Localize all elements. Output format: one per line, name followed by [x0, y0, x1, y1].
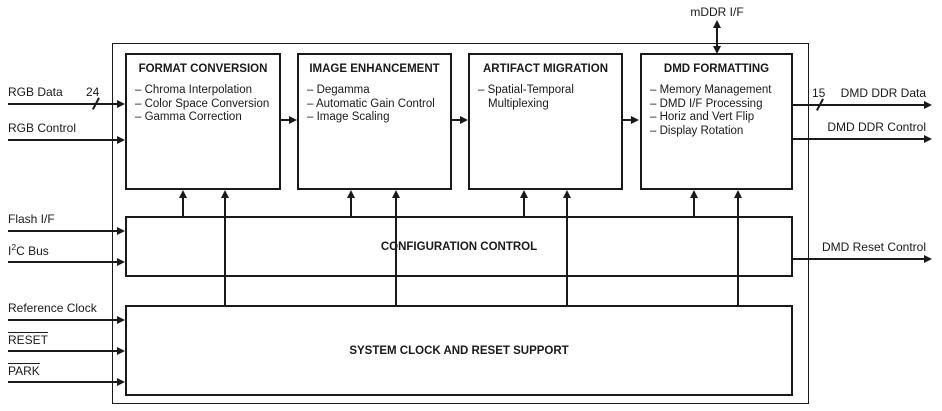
block-items: – Chroma Interpolation – Color Space Con…: [127, 84, 279, 125]
rgb-control-label: RGB Control: [8, 121, 77, 135]
i2c-label-pre: I: [8, 244, 12, 258]
rgb-control-line: [8, 139, 118, 141]
dmd-ddr-data-bus-width: 15: [812, 86, 826, 100]
dmd-ddr-data-line: [793, 104, 925, 106]
i2c-label-post: C Bus: [16, 244, 49, 258]
flash-if-label: Flash I/F: [8, 212, 55, 226]
reset-arrowhead: [117, 347, 125, 355]
block-items: – Spatial-Temporal Multiplexing: [470, 84, 621, 111]
block-title-artifact-migration: ARTIFACT MIGRATION: [483, 63, 608, 75]
block-item: – Chroma Interpolation: [135, 84, 252, 96]
dmd-ddr-control-label: DMD DDR Control: [827, 120, 926, 134]
block-item: – Degamma: [307, 84, 370, 96]
park-arrowhead: [117, 378, 125, 386]
i2c-bus-label: I2C Bus: [8, 242, 49, 258]
reference-clock-label: Reference Clock: [8, 301, 97, 315]
arrow-ie-to-am: [452, 119, 461, 121]
block-title-system-clock-reset: SYSTEM CLOCK AND RESET SUPPORT: [349, 344, 569, 357]
block-format-conversion: FORMAT CONVERSION – Chroma Interpolation…: [125, 53, 281, 190]
mddr-if-line: [716, 27, 718, 48]
mddr-if-label: mDDR I/F: [690, 5, 744, 19]
dmd-reset-control-label: DMD Reset Control: [821, 240, 926, 254]
block-item: – Image Scaling: [307, 111, 390, 123]
arrowhead-config-to-am: [520, 190, 528, 198]
reference-clock-arrowhead: [117, 316, 125, 324]
chip-boundary-box: [112, 43, 809, 404]
block-configuration-control: CONFIGURATION CONTROL: [125, 216, 793, 277]
block-item: – Color Space Conversion: [135, 97, 270, 110]
dmd-ddr-control-line: [793, 138, 925, 140]
arrow-am-to-df: [623, 119, 632, 121]
flash-if-arrowhead: [117, 227, 125, 235]
arrow-config-to-ie: [350, 198, 352, 216]
dmd-ddr-data-label: DMD DDR Data: [840, 86, 926, 100]
arrow-sysclk-to-ie: [395, 198, 397, 305]
i2c-bus-line: [8, 261, 118, 263]
dmd-reset-control-arrowhead: [924, 255, 932, 263]
arrow-sysclk-to-fc: [224, 198, 226, 305]
block-system-clock-reset: SYSTEM CLOCK AND RESET SUPPORT: [125, 305, 793, 396]
dmd-ddr-control-arrowhead: [924, 135, 932, 143]
rgb-data-label: RGB Data: [8, 85, 63, 99]
arrowhead-am-to-df: [631, 116, 639, 124]
block-title-dmd-formatting: DMD FORMATTING: [663, 63, 770, 75]
dmd-reset-control-line: [793, 258, 925, 260]
rgb-data-line: [8, 103, 118, 105]
park-line: [8, 381, 118, 383]
mddr-if-arrowhead-up: [713, 20, 721, 28]
arrowhead-fc-to-ie: [289, 116, 297, 124]
arrowhead-sysclk-to-fc: [221, 190, 229, 198]
block-items: – Degamma – Automatic Gain Control – Ima…: [299, 84, 450, 125]
arrow-config-to-am: [523, 198, 525, 216]
block-item: – Gamma Correction: [135, 111, 242, 123]
arrow-sysclk-to-df: [737, 198, 739, 305]
block-items: – Memory Management – DMD I/F Processing…: [642, 84, 791, 138]
arrowhead-config-to-fc: [179, 190, 187, 198]
rgb-control-arrowhead: [117, 136, 125, 144]
arrow-sysclk-to-am: [566, 198, 568, 305]
reset-label: RESET: [8, 333, 49, 347]
arrowhead-config-to-ie: [347, 190, 355, 198]
reference-clock-line: [8, 319, 118, 321]
rgb-data-arrowhead: [117, 100, 125, 108]
block-item: – Memory Management: [650, 84, 772, 96]
block-dmd-formatting: DMD FORMATTING – Memory Management – DMD…: [640, 53, 793, 190]
arrow-config-to-fc: [182, 198, 184, 216]
arrow-config-to-df: [693, 198, 695, 216]
block-title-format-conversion: FORMAT CONVERSION: [138, 63, 268, 75]
block-artifact-migration: ARTIFACT MIGRATION – Spatial-Temporal Mu…: [468, 53, 623, 190]
block-title-image-enhancement: IMAGE ENHANCEMENT: [309, 63, 440, 75]
flash-if-line: [8, 230, 118, 232]
arrow-fc-to-ie: [281, 119, 290, 121]
mddr-if-arrowhead-down: [713, 46, 721, 54]
block-item: – Spatial-Temporal Multiplexing: [478, 84, 574, 110]
arrowhead-config-to-df: [690, 190, 698, 198]
reset-line: [8, 350, 118, 352]
arrowhead-sysclk-to-df: [734, 190, 742, 198]
arrowhead-ie-to-am: [460, 116, 468, 124]
block-item: – Horiz and Vert Flip: [650, 111, 755, 123]
rgb-data-bus-width: 24: [86, 85, 100, 99]
block-title-configuration-control: CONFIGURATION CONTROL: [380, 240, 538, 253]
dmd-ddr-data-arrowhead: [924, 101, 932, 109]
block-item: – DMD I/F Processing: [650, 97, 763, 110]
i2c-bus-arrowhead: [117, 258, 125, 266]
arrowhead-sysclk-to-am: [563, 190, 571, 198]
block-image-enhancement: IMAGE ENHANCEMENT – Degamma – Automatic …: [297, 53, 452, 190]
block-item: – Automatic Gain Control: [307, 97, 435, 110]
park-label: PARK: [8, 364, 40, 378]
block-item: – Display Rotation: [650, 124, 744, 137]
i2c-label-sup: 2: [11, 242, 17, 252]
arrowhead-sysclk-to-ie: [392, 190, 400, 198]
